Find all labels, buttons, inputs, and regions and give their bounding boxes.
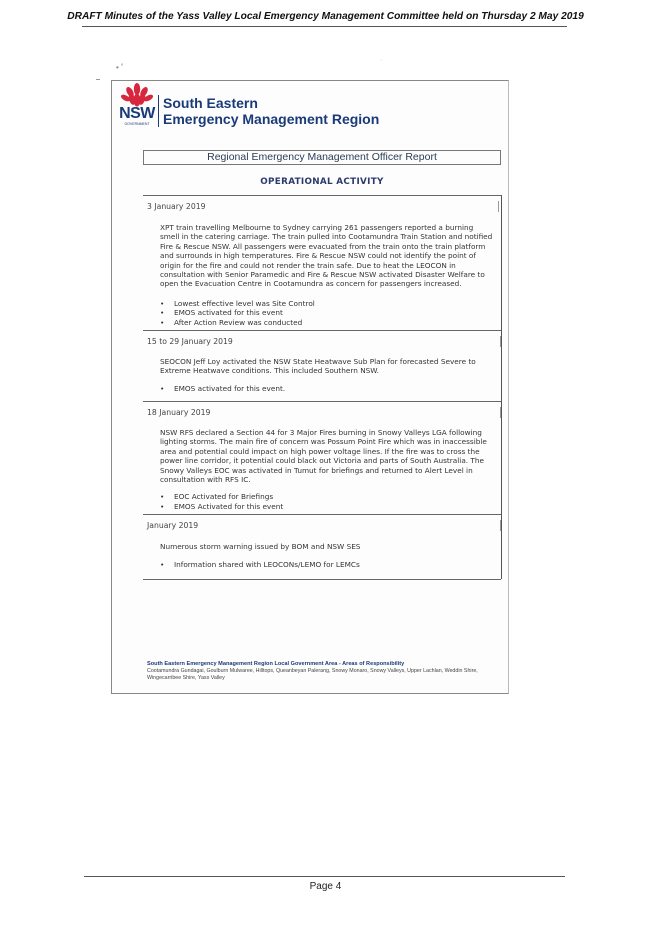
bullet-item: EOC Activated for Briefings: [160, 492, 501, 502]
section-date: 18 January 2019: [143, 407, 501, 418]
section-body: Numerous storm warning issued by BOM and…: [160, 542, 361, 551]
bullet-item: EMOS Activated for this event: [160, 502, 501, 512]
operational-activity-heading: OPERATIONAL ACTIVITY: [260, 177, 384, 187]
bullet-item: Lowest effective level was Site Control: [160, 299, 501, 309]
section-bullets: EOC Activated for Briefings EMOS Activat…: [143, 492, 501, 511]
logo-divider: [158, 95, 159, 127]
page-header: DRAFT Minutes of the Yass Valley Local E…: [67, 11, 584, 22]
logo-government-text: GOVERNMENT: [124, 122, 150, 126]
section-body: NSW RFS declared a Section 44 for 3 Majo…: [160, 428, 487, 485]
waratah-icon: [121, 83, 153, 107]
header-divider: [82, 26, 567, 27]
footer-divider: [84, 876, 565, 877]
areas-of-responsibility: South Eastern Emergency Management Regio…: [147, 661, 502, 682]
scan-marks: • ˚: [116, 63, 124, 72]
page-number: Page 4: [309, 881, 342, 892]
section-date: January 2019: [143, 520, 501, 531]
region-name-line1: South Eastern: [163, 95, 258, 111]
logo-nsw-text: NSW: [119, 105, 155, 122]
activity-section: January 2019 Numerous storm warning issu…: [143, 514, 501, 580]
section-body: XPT train travelling Melbourne to Sydney…: [160, 223, 493, 289]
nsw-government-logo: NSW GOVERNMENT: [118, 83, 156, 129]
bullet-item: Information shared with LEOCONs/LEMO for…: [160, 560, 501, 570]
activity-section: 15 to 29 January 2019 SEOCON Jeff Loy ac…: [143, 330, 501, 401]
region-name: South Eastern Emergency Management Regio…: [163, 95, 379, 127]
activity-sections: 3 January 2019 XPT train travelling Melb…: [143, 195, 502, 580]
footnote-title: South Eastern Emergency Management Regio…: [147, 661, 405, 667]
activity-section: 18 January 2019 NSW RFS declared a Secti…: [143, 401, 501, 514]
scan-tick: [96, 79, 100, 80]
section-body: SEOCON Jeff Loy activated the NSW State …: [160, 357, 476, 376]
scan-dot: ·: [380, 57, 383, 64]
section-bullets: EMOS activated for this event.: [143, 384, 501, 394]
report-title: Regional Emergency Management Officer Re…: [143, 150, 501, 165]
bullet-item: EMOS activated for this event.: [160, 384, 501, 394]
scanned-report-image: NSW GOVERNMENT South Eastern Emergency M…: [111, 80, 509, 694]
activity-section: 3 January 2019 XPT train travelling Melb…: [143, 195, 501, 330]
bullet-item: After Action Review was conducted: [160, 318, 501, 328]
bullet-item: EMOS activated for this event: [160, 308, 501, 318]
footnote-text: Cootamundra Gundagai, Goulburn Mulwaree,…: [147, 668, 478, 681]
section-bullets: Lowest effective level was Site Control …: [143, 299, 501, 328]
section-bullets: Information shared with LEOCONs/LEMO for…: [143, 560, 501, 570]
section-date: 15 to 29 January 2019: [143, 336, 501, 347]
region-name-line2: Emergency Management Region: [163, 111, 380, 127]
section-date: 3 January 2019: [143, 201, 499, 212]
